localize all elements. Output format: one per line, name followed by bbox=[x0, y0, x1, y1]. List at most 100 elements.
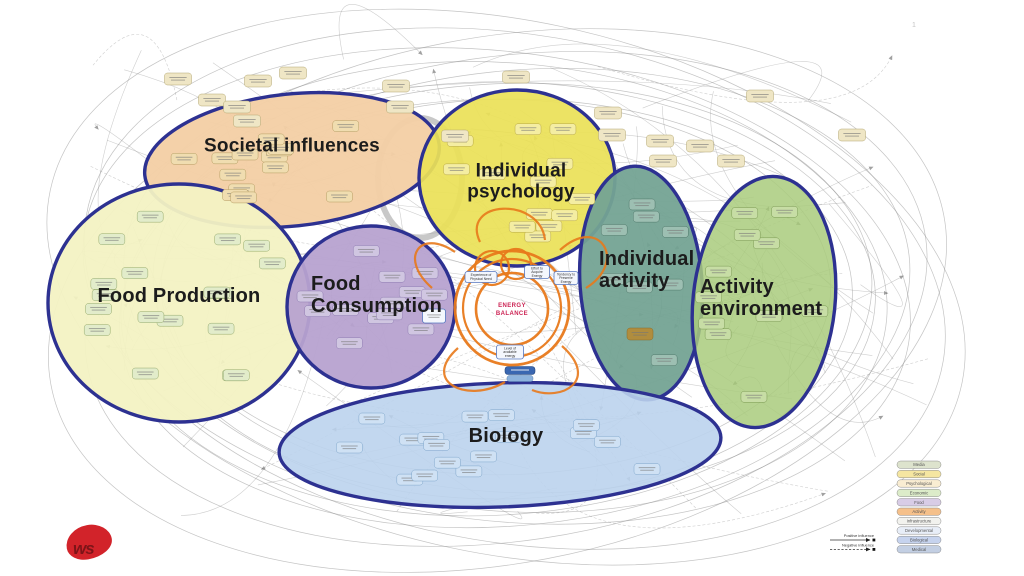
node-pill bbox=[649, 154, 677, 168]
node-pill bbox=[262, 161, 289, 174]
node-pill bbox=[378, 271, 406, 283]
node-pill bbox=[380, 296, 407, 309]
node-pill bbox=[656, 278, 684, 291]
node-pill bbox=[83, 324, 111, 336]
node-pill bbox=[717, 154, 745, 168]
ws-logo: ws bbox=[63, 521, 115, 563]
node-pill bbox=[704, 328, 732, 340]
node-pill bbox=[411, 469, 438, 482]
node-pill bbox=[502, 70, 530, 84]
node-pill bbox=[244, 74, 272, 88]
node-pill bbox=[488, 409, 515, 421]
node-pill bbox=[755, 310, 783, 322]
node-pill bbox=[529, 175, 557, 188]
node-pill bbox=[628, 198, 656, 211]
node-pill bbox=[441, 129, 469, 143]
node-pill bbox=[267, 143, 295, 155]
legend-item: Medical bbox=[896, 545, 942, 554]
node-pill bbox=[279, 66, 307, 80]
node-pill bbox=[233, 114, 261, 128]
adiposity-node bbox=[504, 366, 536, 382]
node-pill bbox=[686, 139, 714, 153]
cluster-activity-environment bbox=[690, 174, 838, 430]
node-pill bbox=[90, 278, 118, 290]
node-pill bbox=[230, 191, 257, 204]
legend-item: Media bbox=[896, 460, 942, 469]
node-pill bbox=[376, 308, 403, 321]
node-pill bbox=[243, 239, 270, 252]
node-pill bbox=[600, 224, 628, 236]
svg-text:Activity: Activity bbox=[912, 509, 926, 514]
energy-balance-label: ENERGY BALANCE bbox=[495, 303, 529, 317]
legend-item: Developmental bbox=[896, 526, 942, 535]
node-pill bbox=[470, 450, 497, 463]
node-pill bbox=[332, 304, 359, 316]
node-pill bbox=[214, 233, 241, 246]
node-pill bbox=[352, 245, 380, 257]
node-pill bbox=[131, 367, 159, 380]
node-pill bbox=[662, 226, 689, 238]
node-pill bbox=[594, 106, 622, 120]
legend-item: Activity bbox=[896, 507, 942, 516]
node-pill bbox=[223, 369, 250, 382]
node-pill bbox=[231, 148, 259, 161]
node-pill bbox=[121, 267, 149, 279]
node-pill bbox=[650, 354, 678, 366]
node-pill bbox=[455, 465, 483, 478]
node-pill bbox=[421, 288, 448, 301]
node-pill bbox=[219, 168, 247, 181]
svg-text:Food: Food bbox=[914, 500, 924, 505]
node-pill bbox=[524, 230, 552, 243]
node-pill bbox=[568, 193, 596, 205]
node-pill bbox=[411, 267, 439, 279]
node-pill bbox=[164, 72, 192, 86]
node-pill bbox=[753, 237, 780, 250]
node-pill bbox=[573, 419, 600, 431]
legend-item: Food bbox=[896, 498, 942, 507]
node-pill bbox=[434, 456, 461, 469]
node-pill bbox=[508, 220, 536, 233]
legend-item: Economic bbox=[896, 488, 942, 497]
engine-node bbox=[422, 308, 446, 324]
node-pill bbox=[801, 305, 829, 317]
node-pill bbox=[495, 431, 522, 443]
map-legend: MediaSocialPsychologicalEconomicFoodActi… bbox=[830, 460, 942, 554]
svg-text:Psychological: Psychological bbox=[906, 481, 932, 486]
node-pill bbox=[137, 311, 165, 323]
node-pill bbox=[386, 100, 414, 114]
node-pill bbox=[705, 265, 732, 278]
svg-text:Media: Media bbox=[913, 462, 925, 467]
svg-text:Negative influence: Negative influence bbox=[842, 542, 874, 547]
logo-text: ws bbox=[73, 539, 95, 558]
svg-text:Developmental: Developmental bbox=[905, 528, 933, 533]
cluster-food-production bbox=[46, 182, 312, 424]
node-pill bbox=[514, 123, 542, 135]
node-pill bbox=[551, 209, 578, 222]
node-pill bbox=[207, 322, 235, 335]
node-pill bbox=[633, 463, 661, 475]
node-pill bbox=[296, 290, 324, 303]
node-pill bbox=[626, 281, 653, 294]
node-pill bbox=[336, 337, 363, 349]
node-pill bbox=[632, 210, 660, 223]
node-pill bbox=[398, 286, 426, 298]
node-pill bbox=[257, 133, 285, 146]
node-pills bbox=[83, 66, 866, 486]
node-pill bbox=[443, 163, 470, 176]
legend-item: Biological bbox=[896, 535, 942, 544]
node-pill bbox=[91, 289, 119, 301]
node-pill bbox=[838, 128, 866, 142]
node-pill bbox=[478, 168, 506, 181]
node-pill bbox=[423, 439, 450, 451]
node-pill bbox=[461, 410, 489, 423]
